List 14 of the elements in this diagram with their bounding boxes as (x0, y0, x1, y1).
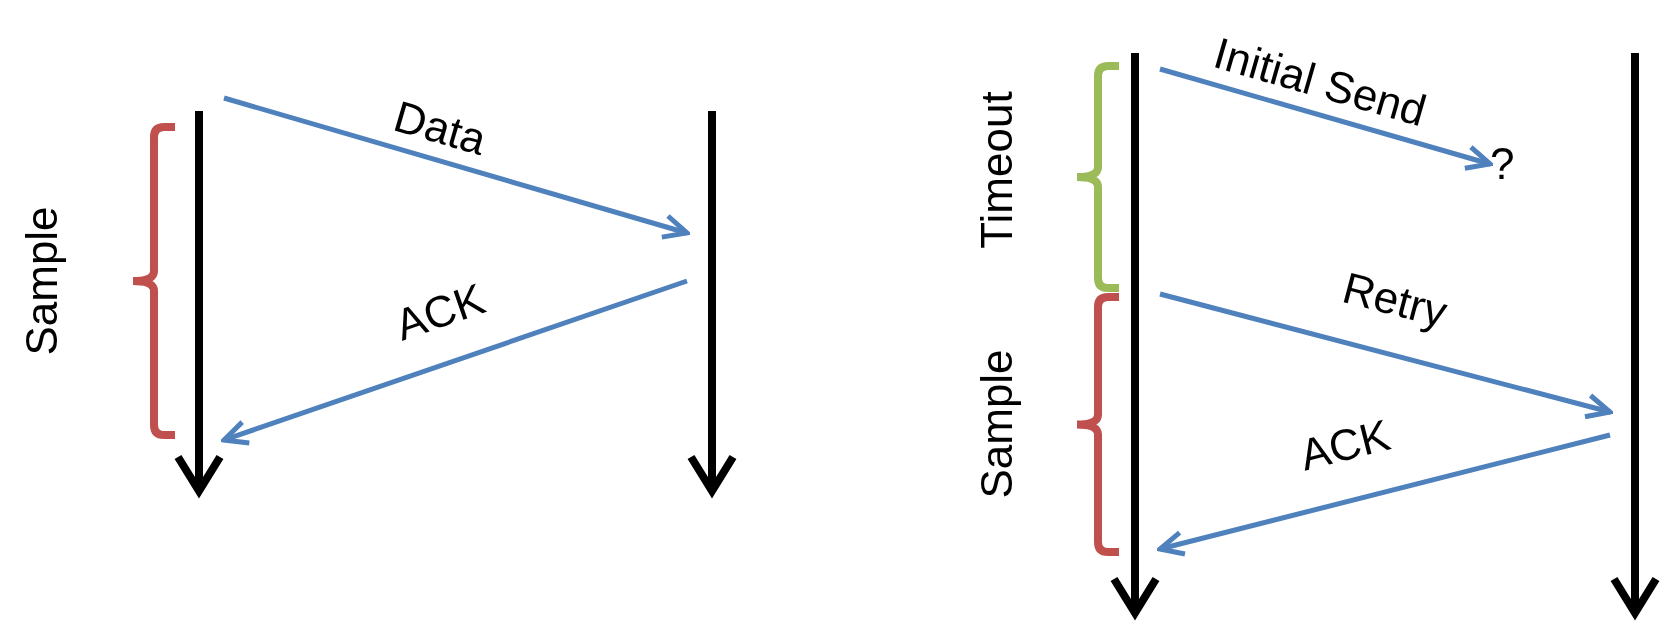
edge-label: ACK (1295, 412, 1395, 478)
bracket-label: Sample (975, 349, 1019, 499)
arrow (1159, 291, 1613, 420)
edge-label: Retry (1338, 265, 1452, 335)
arrow (1157, 432, 1611, 557)
question-mark-label: ? (1490, 140, 1530, 188)
arrow (221, 278, 688, 446)
edge-label: ACK (390, 276, 490, 348)
edge-label: Initial Send (1209, 30, 1431, 134)
arrow (223, 95, 690, 240)
bracket-label: Timeout (975, 91, 1019, 249)
edge-label: Data (389, 93, 491, 163)
arrow (1159, 66, 1493, 171)
bracket-label: Sample (20, 206, 64, 356)
